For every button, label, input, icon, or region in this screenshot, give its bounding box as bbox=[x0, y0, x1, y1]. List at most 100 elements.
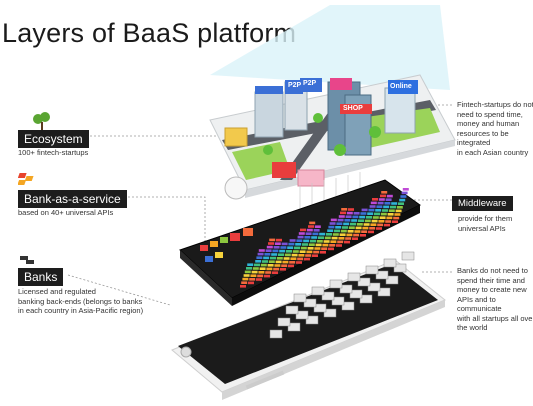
server-unit bbox=[347, 272, 361, 282]
tree-icon bbox=[32, 112, 52, 135]
equalizer-cell bbox=[336, 222, 343, 225]
equalizer-cell bbox=[247, 263, 254, 266]
equalizer-cell bbox=[372, 198, 378, 201]
server-unit bbox=[331, 296, 345, 306]
server-unit bbox=[311, 286, 325, 296]
equalizer-cell bbox=[292, 250, 299, 253]
p2p-sign: P2P bbox=[303, 80, 317, 87]
equalizer-cell bbox=[345, 215, 352, 218]
equalizer-cell bbox=[368, 230, 374, 234]
equalizer-cell bbox=[308, 243, 315, 246]
server-unit bbox=[313, 303, 327, 313]
equalizer-cell bbox=[304, 236, 311, 239]
equalizer-cell bbox=[362, 226, 369, 230]
note-line: spend their time and bbox=[457, 275, 525, 285]
equalizer-cell bbox=[274, 264, 281, 267]
server-unit bbox=[329, 279, 343, 289]
equalizer-cell bbox=[259, 267, 266, 270]
banks-desc-line: banking back-ends (belongs to banks bbox=[18, 296, 143, 306]
equalizer-cell bbox=[391, 202, 398, 205]
equalizer-cell bbox=[370, 201, 377, 205]
equalizer-cell bbox=[307, 247, 314, 250]
equalizer-cell bbox=[386, 194, 393, 198]
equalizer-cell bbox=[276, 257, 283, 260]
equalizer-cell bbox=[337, 218, 344, 222]
equalizer-cell bbox=[281, 264, 288, 267]
equalizer-cell bbox=[348, 208, 354, 211]
equalizer-cell bbox=[242, 277, 249, 281]
equalizer-cell bbox=[393, 216, 400, 220]
equalizer-cell bbox=[273, 246, 280, 249]
ecosystem-label: Ecosystem bbox=[18, 130, 89, 148]
equalizer-cell bbox=[384, 202, 391, 205]
equalizer-cell bbox=[264, 253, 271, 256]
blocks-icon bbox=[17, 172, 40, 193]
equalizer-cell bbox=[319, 232, 326, 236]
equalizer-cell bbox=[400, 195, 407, 198]
ecosystem-desc: 100+ fintech-startups bbox=[18, 148, 89, 157]
equalizer-cell bbox=[258, 249, 265, 252]
equalizer-cell bbox=[276, 238, 282, 242]
equalizer-cell bbox=[313, 229, 320, 232]
equalizer-cell bbox=[353, 212, 360, 215]
equalizer-cell bbox=[249, 278, 256, 281]
equalizer-cell bbox=[356, 223, 363, 226]
equalizer-cell bbox=[311, 236, 318, 239]
equalizer-cell bbox=[377, 201, 384, 205]
equalizer-cell bbox=[379, 216, 386, 219]
equalizer-cell bbox=[328, 247, 334, 251]
equalizer-cell bbox=[340, 211, 346, 215]
equalizer-cell bbox=[376, 205, 383, 208]
equalizer-cell bbox=[361, 230, 368, 233]
equalizer-cell bbox=[244, 270, 251, 274]
equalizer-cell bbox=[386, 216, 393, 220]
equalizer-cell bbox=[297, 235, 304, 239]
equalizer-cell bbox=[355, 226, 362, 230]
equalizer-cell bbox=[378, 198, 385, 201]
equalizer-cell bbox=[392, 220, 398, 223]
equalizer-cell bbox=[347, 230, 354, 233]
equalizer-cell bbox=[340, 229, 347, 233]
server-unit bbox=[295, 310, 309, 320]
equalizer-cell bbox=[280, 268, 286, 271]
equalizer-cell bbox=[320, 251, 326, 254]
equalizer-cell bbox=[288, 264, 294, 268]
equalizer-cell bbox=[310, 239, 316, 243]
equalizer-cell bbox=[303, 239, 310, 243]
equalizer-cell bbox=[248, 281, 254, 285]
equalizer-cell bbox=[294, 246, 300, 250]
equalizer-cell bbox=[318, 236, 324, 239]
server-unit bbox=[341, 301, 355, 311]
equalizer-cell bbox=[368, 208, 375, 212]
equalizer-cell bbox=[322, 243, 329, 247]
equalizer-cell bbox=[383, 205, 390, 209]
server-unit bbox=[277, 317, 291, 327]
equalizer-cell bbox=[352, 237, 358, 240]
equalizer-cell bbox=[376, 227, 382, 230]
equalizer-cell bbox=[268, 260, 275, 263]
equalizer-cell bbox=[275, 260, 282, 264]
equalizer-cell bbox=[295, 243, 302, 246]
equalizer-cell bbox=[381, 191, 388, 194]
equalizer-cell bbox=[348, 226, 355, 229]
light-beam bbox=[210, 5, 450, 90]
equalizer-cell bbox=[263, 256, 270, 260]
middleware-color-blocks bbox=[200, 228, 253, 262]
banks-desc-line: Licensed and regulated bbox=[18, 287, 96, 296]
note-line: money to create new bbox=[457, 285, 527, 294]
equalizer-cell bbox=[366, 216, 372, 219]
equalizer-cell bbox=[283, 257, 290, 260]
server-unit bbox=[377, 287, 391, 297]
servers-icon bbox=[18, 254, 38, 273]
equalizer-cell bbox=[305, 254, 312, 257]
equalizer-cell bbox=[257, 274, 264, 278]
equalizer-cell bbox=[315, 243, 322, 247]
equalizer-cell bbox=[336, 244, 342, 247]
city-buildings bbox=[224, 78, 418, 187]
equalizer-cell bbox=[258, 271, 265, 274]
equalizer-cell bbox=[385, 220, 392, 223]
equalizer-cell bbox=[306, 250, 313, 254]
note-line: money and human bbox=[457, 119, 520, 128]
note-line: with all startups all over bbox=[457, 313, 533, 323]
server-unit bbox=[323, 308, 337, 318]
